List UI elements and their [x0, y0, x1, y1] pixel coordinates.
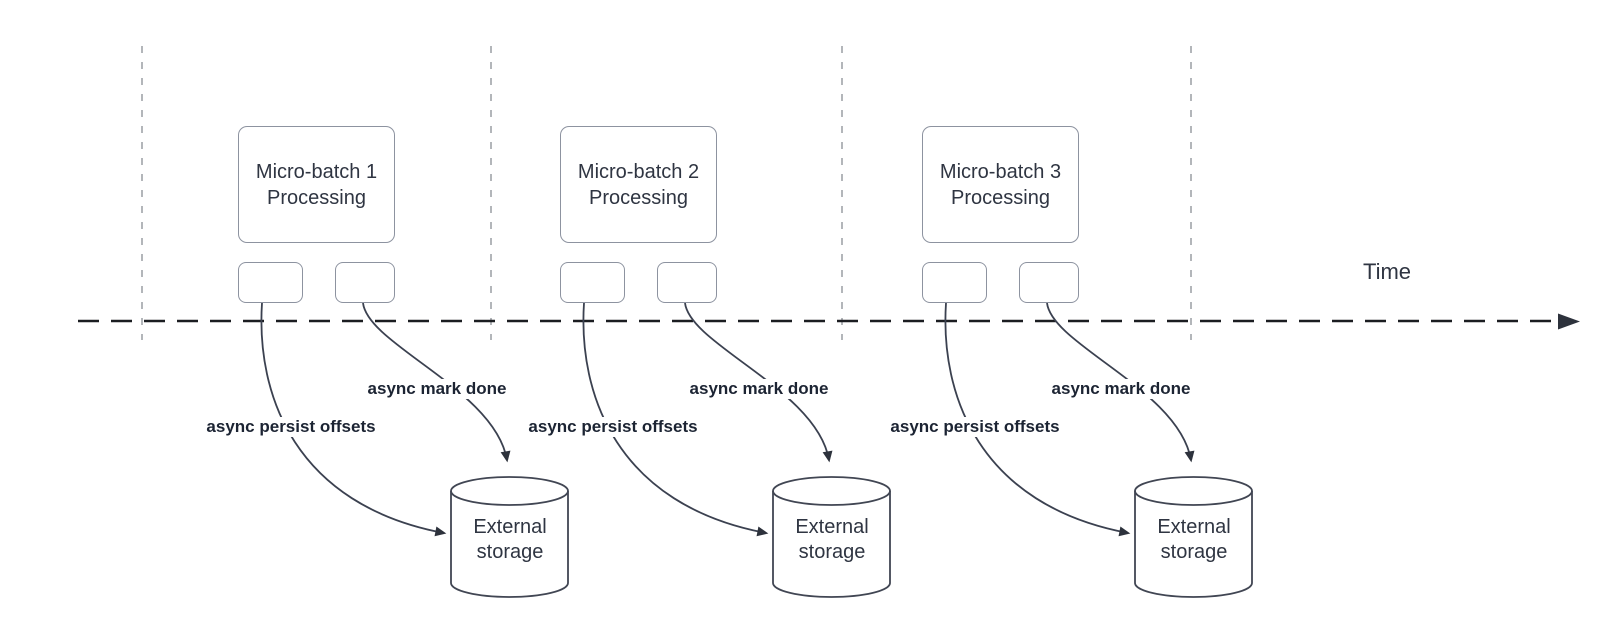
mark-done-arrow [362, 302, 511, 463]
micro-batch-1-processing-node: Micro-batch 1 Processing [238, 126, 395, 243]
micro-batch-3-task-box-a [922, 262, 987, 303]
micro-batch-2-processing-node: Micro-batch 2 Processing [560, 126, 717, 243]
persist-offsets-arrow [260, 302, 447, 537]
external-storage-label: External storage [1157, 516, 1231, 563]
external-storage-cylinder [450, 476, 569, 598]
external-storage-label: External storage [473, 516, 547, 563]
persist-offsets-label: async persist offsets [526, 417, 700, 437]
persist-offsets-arrow [944, 302, 1131, 537]
mark-done-arrow [1046, 302, 1195, 463]
micro-batch-1-task-box-b [335, 262, 395, 303]
mark-done-label: async mark done [1049, 379, 1193, 399]
time-axis-label: Time [1362, 259, 1412, 284]
mark-done-label: async mark done [365, 379, 509, 399]
external-storage-cylinder-rim [450, 490, 569, 506]
micro-batch-3-processing-node: Micro-batch 3 Processing [922, 126, 1079, 243]
external-storage-cylinder-rim [772, 490, 891, 506]
external-storage-cylinder-rim [1134, 490, 1253, 506]
micro-batch-3-task-box-b [1019, 262, 1079, 303]
external-storage-label: External storage [795, 516, 869, 563]
persist-offsets-label: async persist offsets [204, 417, 378, 437]
external-storage-cylinder [1134, 476, 1253, 598]
micro-batch-2-task-box-a [560, 262, 625, 303]
mark-done-arrow [684, 302, 833, 463]
time-axis-arrowhead-icon [1558, 313, 1580, 330]
persist-offsets-label: async persist offsets [888, 417, 1062, 437]
micro-batch-2-task-box-b [657, 262, 717, 303]
persist-offsets-arrow [582, 302, 769, 537]
external-storage-cylinder [772, 476, 891, 598]
micro-batch-1-task-box-a [238, 262, 303, 303]
mark-done-label: async mark done [687, 379, 831, 399]
